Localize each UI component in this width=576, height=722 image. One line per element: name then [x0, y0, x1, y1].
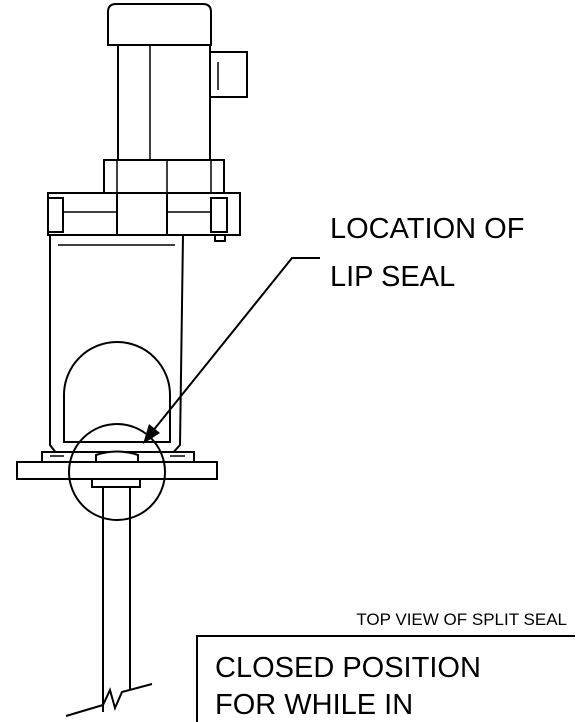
note-box: CLOSED POSITION FOR WHILE IN — [196, 635, 575, 722]
shaft — [65, 487, 153, 717]
motor-body — [117, 44, 211, 161]
callout-text-line1: LOCATION OF — [330, 213, 524, 245]
access-window — [63, 341, 171, 443]
motor-adapter — [103, 159, 225, 194]
motor — [107, 3, 248, 161]
callout-text-line2: LIP SEAL — [330, 261, 455, 293]
motor-end-cap — [107, 3, 212, 46]
note-box-line2: FOR WHILE IN — [215, 689, 413, 721]
note-box-line1: CLOSED POSITION — [215, 652, 481, 684]
detail-circle — [68, 423, 166, 521]
lip-seal — [95, 450, 139, 463]
break-line — [65, 683, 153, 717]
top-view-caption: TOP VIEW OF SPLIT SEAL — [356, 610, 567, 629]
bearing-housing — [49, 234, 185, 459]
leader-arrow — [143, 257, 320, 444]
mounting-flange — [16, 450, 218, 488]
gearbox — [47, 192, 241, 242]
junction-box — [209, 51, 248, 98]
arrowhead — [143, 424, 160, 444]
